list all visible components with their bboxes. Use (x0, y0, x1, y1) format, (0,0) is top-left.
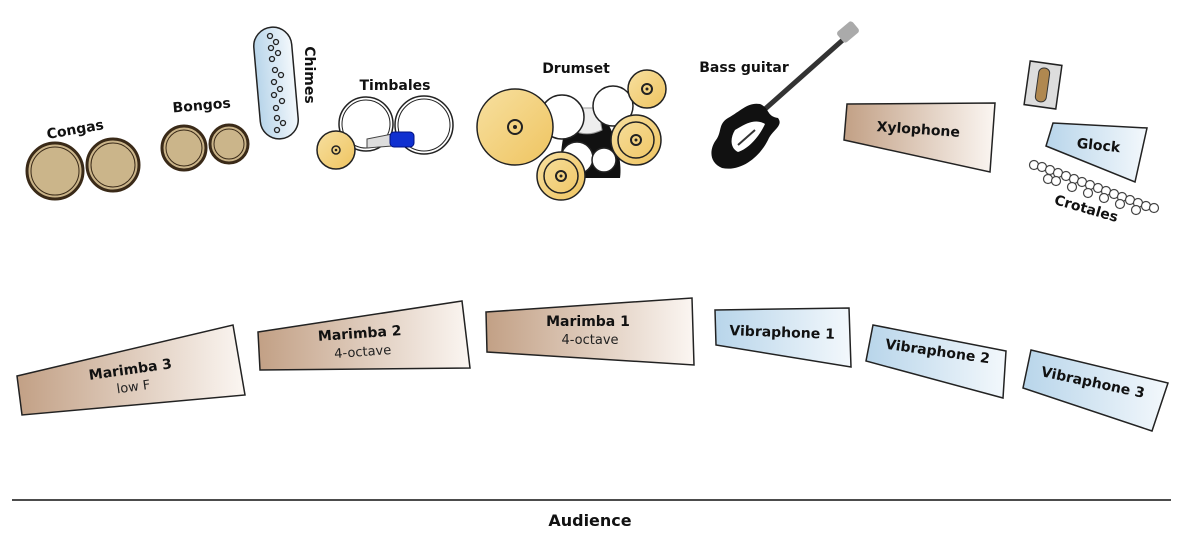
vibraphone-1-label: Vibraphone 1 (729, 323, 835, 343)
timbales-label: Timbales (359, 78, 430, 94)
bongos: Bongos (160, 96, 250, 172)
marimba-3: Marimba 3 low F (16, 324, 246, 416)
marimba-1-label: Marimba 1 (546, 314, 630, 330)
chimes: Chimes (253, 26, 317, 140)
marimba-1-detail: 4-octave (561, 333, 618, 348)
xylophone-label: Xylophone (876, 119, 960, 141)
marimba-2-detail: 4-octave (334, 343, 392, 362)
glock: Glock (1023, 60, 1148, 184)
xylophone: Xylophone (843, 102, 996, 173)
marimba-1: Marimba 1 4-octave (485, 297, 695, 366)
congas: Congas (25, 117, 141, 201)
congas-label: Congas (46, 117, 106, 143)
crotales: Crotales (1028, 159, 1160, 226)
marimba-2-label: Marimba 2 (317, 323, 402, 345)
audience-label: Audience (548, 511, 631, 530)
glock-label: Glock (1076, 136, 1122, 157)
drumset-label: Drumset (542, 61, 610, 77)
timbales: Timbales (316, 78, 454, 170)
drumset: Drumset (476, 61, 667, 201)
marimba-3-detail: low F (116, 378, 152, 398)
timbale-block (389, 131, 415, 148)
marimba-2: Marimba 2 4-octave (257, 300, 471, 371)
bass-guitar: Bass guitar (699, 21, 859, 169)
chimes-label: Chimes (301, 46, 317, 103)
bass-guitar-label: Bass guitar (699, 60, 789, 76)
vibraphone-1: Vibraphone 1 (714, 307, 852, 368)
vibraphone-2: Vibraphone 2 (865, 324, 1007, 399)
bongos-label: Bongos (172, 96, 231, 117)
vibraphone-3: Vibraphone 3 (1022, 349, 1169, 432)
